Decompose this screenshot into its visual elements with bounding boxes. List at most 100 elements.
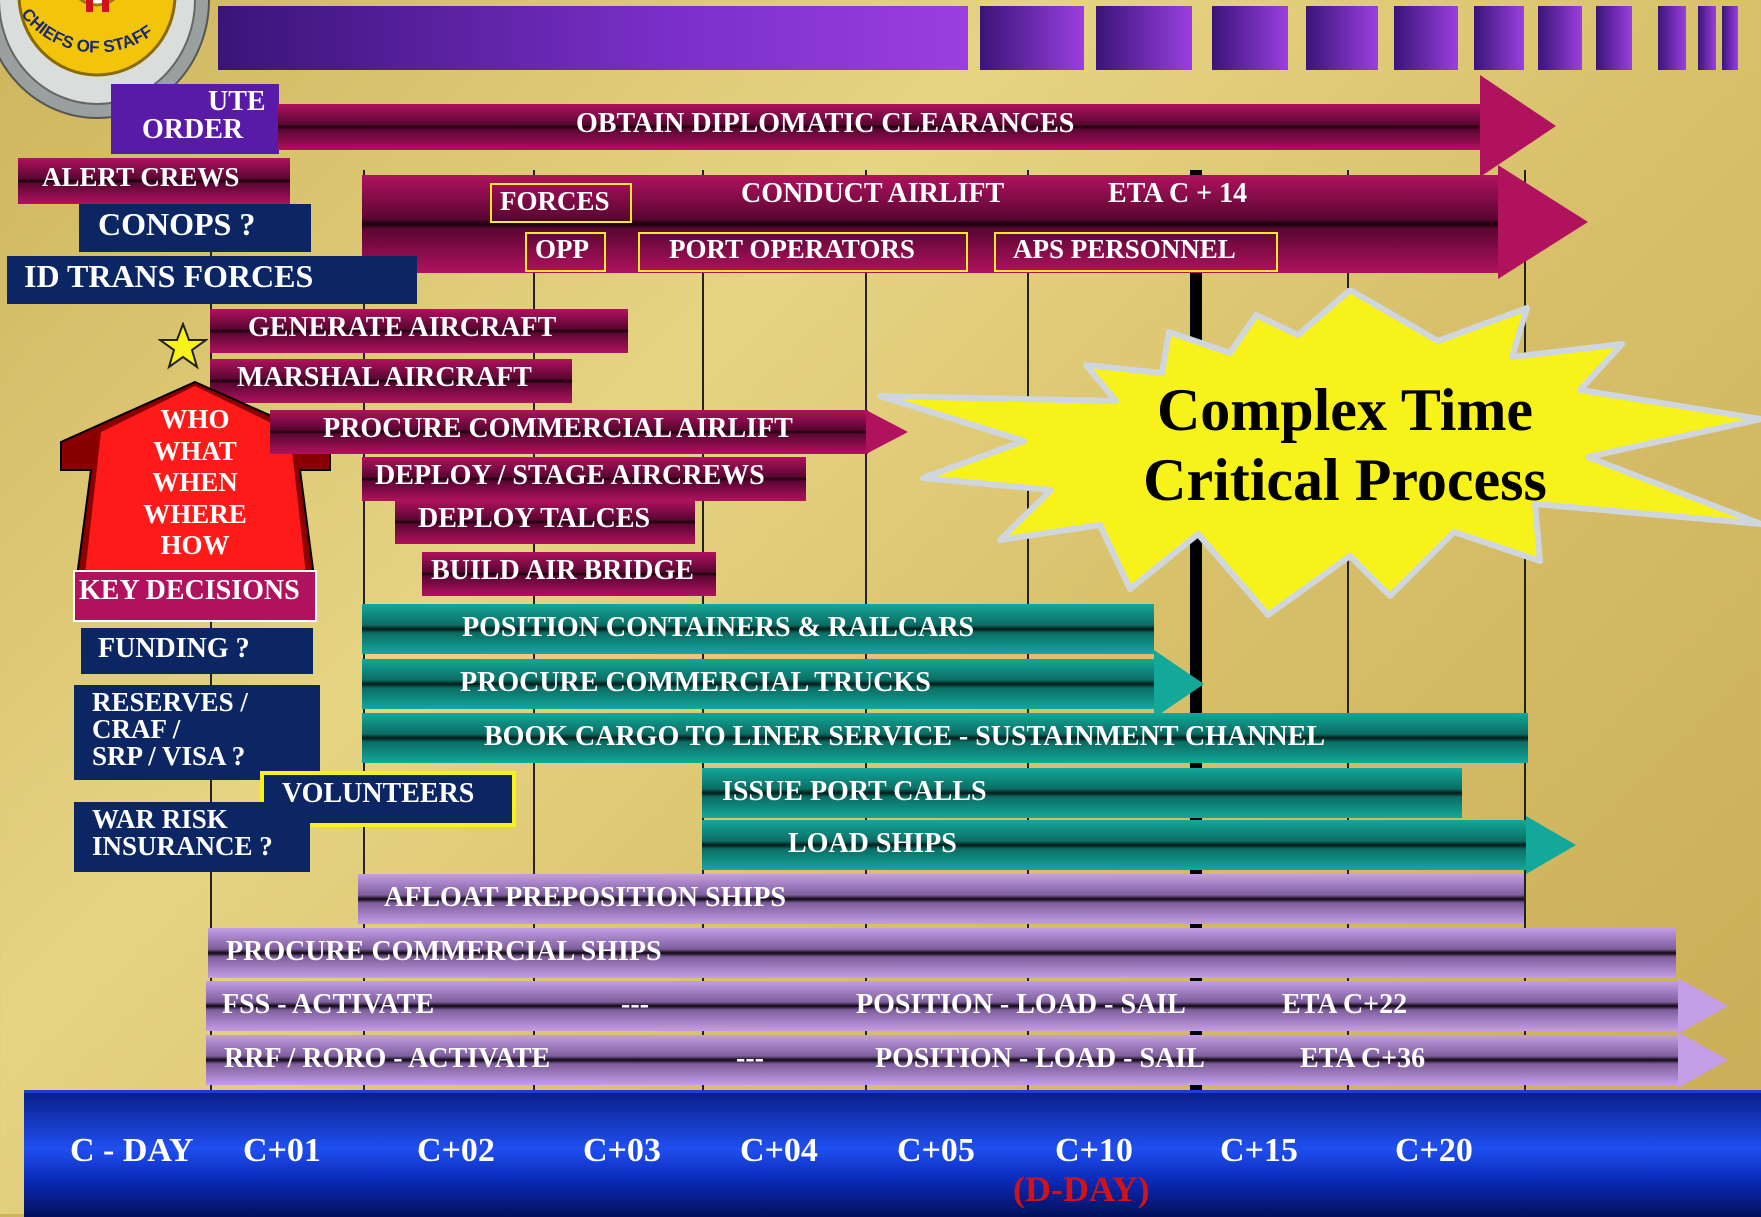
commercial-ships-bar [208, 928, 1676, 978]
war-risk-line-2: INSURANCE ? [92, 831, 273, 861]
timeline-label-c15: C+15 [1220, 1132, 1298, 1169]
procure-airlift-bar [270, 410, 868, 454]
fss-activate-label: FSS - ACTIVATE [222, 989, 435, 1020]
trucks-label: PROCURE COMMERCIAL TRUCKS [460, 667, 931, 698]
gridline-c15 [1347, 170, 1349, 1090]
timeline-label-c05: C+05 [897, 1132, 975, 1169]
top-banner [218, 6, 1738, 70]
conduct-airlift-bar [362, 175, 1500, 273]
aps-personnel-label: APS PERSONNEL [1013, 234, 1236, 264]
generate-aircraft-bar [210, 309, 628, 353]
jcs-seal-logo: CHIEFS OF STAFF [0, 0, 222, 120]
air-bridge-label: BUILD AIR BRIDGE [431, 555, 694, 586]
marshal-aircraft-bar [210, 359, 572, 403]
load-ships-bar [702, 820, 1528, 870]
liner-service-label: BOOK CARGO TO LINER SERVICE - SUSTAINMEN… [484, 721, 1325, 752]
id-trans-forces-label: ID TRANS FORCES [24, 258, 314, 294]
gridline-c20 [1524, 170, 1526, 1090]
conduct-airlift-arrowhead [1498, 165, 1588, 279]
rrf-position-label: POSITION - LOAD - SAIL [875, 1043, 1205, 1074]
where-label: WHERE [143, 498, 247, 529]
load-ships-arrowhead [1526, 816, 1576, 874]
forces-box [490, 183, 632, 223]
fss-eta-label: ETA C+22 [1282, 989, 1408, 1020]
rrf-dash-label: --- [736, 1043, 764, 1074]
rrf-bar [206, 1035, 1680, 1085]
aps-personnel-box [994, 232, 1278, 272]
timeline-label-c20: C+20 [1395, 1132, 1473, 1169]
port-operators-box [638, 232, 968, 272]
timeline-label-c04: C+04 [740, 1132, 818, 1169]
rrf-activate-label: RRF / RORO - ACTIVATE [224, 1043, 551, 1074]
execute-order-box [111, 84, 279, 154]
reserves-line-2: CRAF / [92, 714, 181, 744]
fss-bar [206, 981, 1680, 1031]
timeline-label-c10: C+10 [1055, 1132, 1133, 1169]
port-operators-label: PORT OPERATORS [669, 234, 915, 264]
alert-crews-label: ALERT CREWS [42, 162, 240, 192]
conduct-airlift-label: CONDUCT AIRLIFT [741, 178, 1005, 209]
air-bridge-bar [422, 552, 716, 596]
timeline-label-c01: C+01 [243, 1132, 321, 1169]
volunteers-label: VOLUNTEERS [282, 778, 475, 809]
commercial-ships-label: PROCURE COMMERCIAL SHIPS [226, 936, 662, 967]
war-risk-box [74, 802, 310, 872]
war-risk-text: WAR RISK INSURANCE ? [92, 806, 273, 860]
who-label: WHO [160, 404, 230, 434]
decision-house-text: WHO WHAT WHEN WHERE HOW [90, 404, 300, 562]
rrf-eta-label: ETA C+36 [1300, 1043, 1426, 1074]
what-label: WHAT [153, 435, 237, 466]
reserves-line-3: SRP / VISA ? [92, 741, 246, 771]
decision-house-shape [58, 380, 333, 593]
complex-process-burst [868, 287, 1761, 618]
forces-label: FORCES [500, 186, 610, 216]
key-decisions-box [73, 570, 317, 622]
generate-aircraft-label: GENERATE AIRCRAFT [248, 312, 557, 343]
reserves-line-1: RESERVES / [92, 687, 248, 717]
war-risk-line-1: WAR RISK [92, 804, 228, 834]
port-calls-label: ISSUE PORT CALLS [722, 776, 987, 807]
reserves-box [74, 685, 320, 780]
fss-position-label: POSITION - LOAD - SAIL [856, 989, 1186, 1020]
diplomatic-clearances-bar [278, 104, 1482, 150]
deploy-talces-bar [395, 500, 695, 544]
how-label: HOW [160, 530, 230, 560]
load-ships-label: LOAD SHIPS [788, 828, 957, 859]
diplomatic-clearances-label: OBTAIN DIPLOMATIC CLEARANCES [576, 108, 1075, 139]
airlift-eta-label: ETA C + 14 [1108, 178, 1248, 209]
opp-label: OPP [535, 234, 589, 264]
execute-order-label-2: ORDER [142, 114, 244, 145]
conops-label: CONOPS ? [98, 206, 256, 242]
rrf-arrowhead [1678, 1032, 1728, 1088]
containers-label: POSITION CONTAINERS & RAILCARS [462, 612, 975, 643]
complex-process-title: Complex Time Critical Process [1100, 375, 1590, 515]
funding-box [81, 628, 313, 674]
star-icon [156, 321, 210, 370]
funding-label: FUNDING ? [98, 633, 250, 664]
diplomatic-clearances-arrowhead [1480, 75, 1556, 177]
dday-label: (D-DAY) [1013, 1169, 1150, 1209]
marshal-aircraft-label: MARSHAL AIRCRAFT [237, 362, 532, 393]
id-trans-forces-box [7, 256, 417, 304]
liner-service-bar [362, 713, 1528, 763]
afloat-label: AFLOAT PREPOSITION SHIPS [384, 882, 786, 913]
timeline-label-c03: C+03 [583, 1132, 661, 1169]
fss-arrowhead [1678, 978, 1728, 1034]
timeline-label-cday: C - DAY [70, 1132, 194, 1169]
deploy-aircrews-bar [362, 457, 806, 501]
port-calls-bar [702, 768, 1462, 818]
alert-crews-box [18, 158, 290, 204]
timeline-label-c02: C+02 [417, 1132, 495, 1169]
execute-order-label-1: UTE [208, 86, 266, 117]
conops-box [79, 204, 311, 252]
deploy-talces-label: DEPLOY TALCES [418, 503, 651, 534]
complex-process-line-1: Complex Time [1156, 377, 1534, 443]
trucks-arrowhead [1154, 650, 1204, 718]
reserves-text: RESERVES / CRAF / SRP / VISA ? [92, 689, 248, 770]
trucks-bar [362, 659, 1156, 709]
opp-box [525, 232, 606, 272]
afloat-bar [358, 874, 1524, 924]
timeline-bar [24, 1090, 1761, 1217]
key-decisions-label: KEY DECISIONS [79, 575, 300, 606]
procure-airlift-label: PROCURE COMMERCIAL AIRLIFT [323, 413, 793, 444]
